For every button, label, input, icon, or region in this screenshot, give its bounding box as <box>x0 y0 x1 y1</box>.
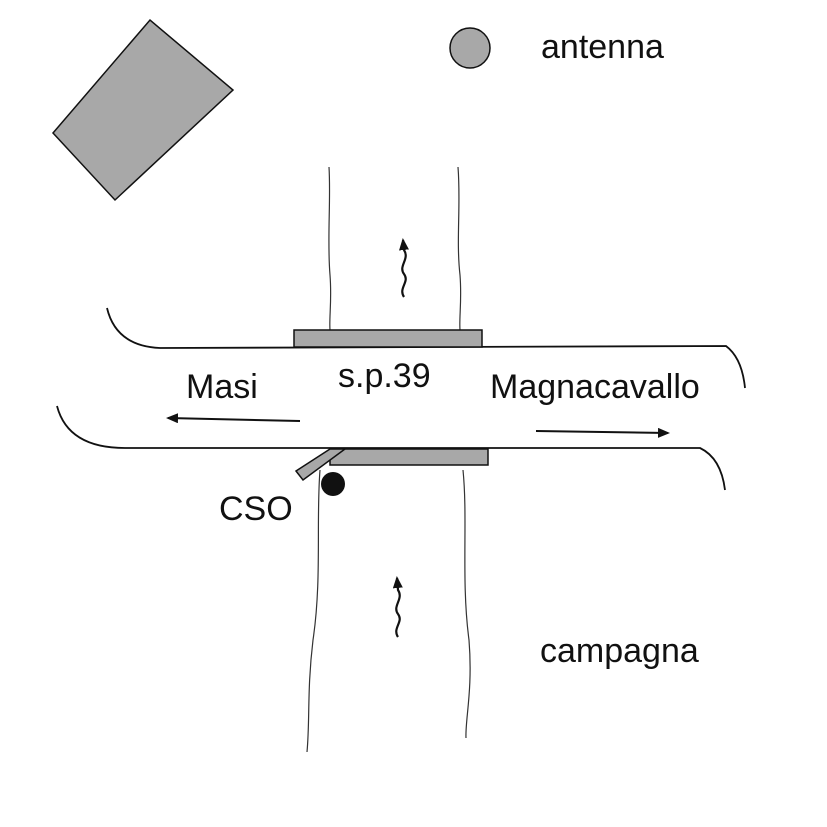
antenna-marker-icon <box>449 27 491 69</box>
canal-left-bank-lower <box>306 469 321 753</box>
building-block <box>51 18 235 202</box>
cso-label: CSO <box>219 490 293 528</box>
arrow-right-icon <box>535 427 670 438</box>
bridge-slab-top <box>293 329 483 348</box>
road-top-edge <box>106 307 746 389</box>
antenna-label: antenna <box>541 28 664 66</box>
arrow-left-icon <box>166 413 301 424</box>
flow-arrow-lower-icon <box>392 576 403 638</box>
bridge-slab-bottom <box>329 448 489 466</box>
canal-right-bank-upper <box>457 166 462 331</box>
cso-marker-icon <box>321 472 345 496</box>
left-direction-label: Masi <box>186 368 258 406</box>
countryside-label: campagna <box>540 632 699 670</box>
right-direction-label: Magnacavallo <box>490 368 700 406</box>
canal-left-bank-upper <box>328 166 332 331</box>
road-bottom-edge <box>56 405 726 491</box>
flow-arrow-upper-icon <box>399 238 409 298</box>
cso-outlet-pipe <box>294 448 348 482</box>
road-label: s.p.39 <box>338 357 431 395</box>
canal-right-bank-lower <box>462 469 471 739</box>
